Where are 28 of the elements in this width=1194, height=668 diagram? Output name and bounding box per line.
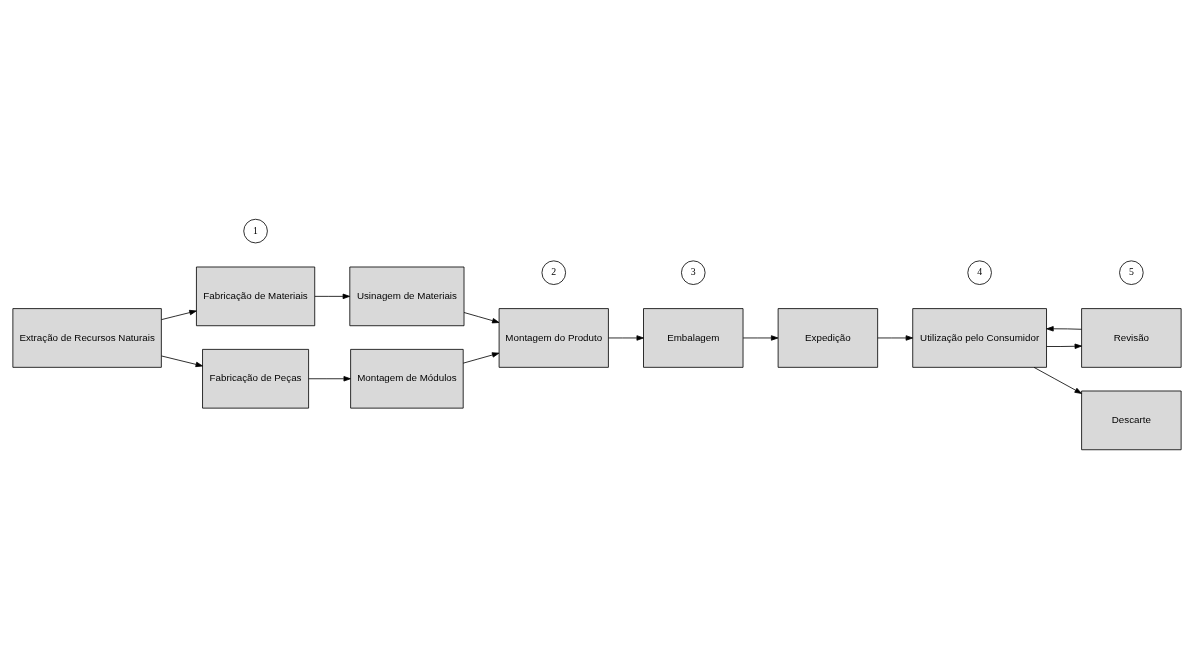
arrow bbox=[1046, 325, 1082, 331]
node-circle: 3 bbox=[681, 259, 706, 285]
arrow bbox=[1033, 366, 1082, 394]
node-circle: 1 bbox=[243, 218, 268, 243]
node-box: Utilização pelo Consumidor bbox=[912, 307, 1047, 368]
arrow bbox=[1046, 343, 1082, 349]
node-box: Montagem do Produto bbox=[498, 307, 609, 368]
node-box: Descarte bbox=[1081, 390, 1182, 450]
node-box: Expedição bbox=[777, 307, 879, 368]
node-circle: 5 bbox=[1119, 259, 1144, 285]
arrow bbox=[462, 351, 500, 364]
node-box: Fabricação de Materiais bbox=[196, 266, 316, 326]
node-circle: 4 bbox=[967, 259, 992, 285]
arrow bbox=[161, 355, 203, 367]
arrow bbox=[463, 311, 500, 323]
node-box: Revisão bbox=[1081, 307, 1182, 368]
arrow bbox=[161, 309, 197, 320]
node-box: Fabricação de Peças bbox=[202, 348, 309, 409]
node-circle: 2 bbox=[541, 259, 566, 285]
arrow bbox=[308, 375, 351, 381]
node-box: Embalagem bbox=[643, 307, 744, 368]
arrow bbox=[877, 334, 914, 341]
arrow bbox=[314, 293, 350, 299]
node-box: Usinagem de Materiais bbox=[349, 266, 465, 326]
arrow bbox=[742, 334, 779, 341]
arrow bbox=[608, 334, 644, 341]
node-box: Extração de Recursos Naturais bbox=[12, 307, 162, 368]
node-box: Montagem de Módulos bbox=[350, 348, 464, 409]
